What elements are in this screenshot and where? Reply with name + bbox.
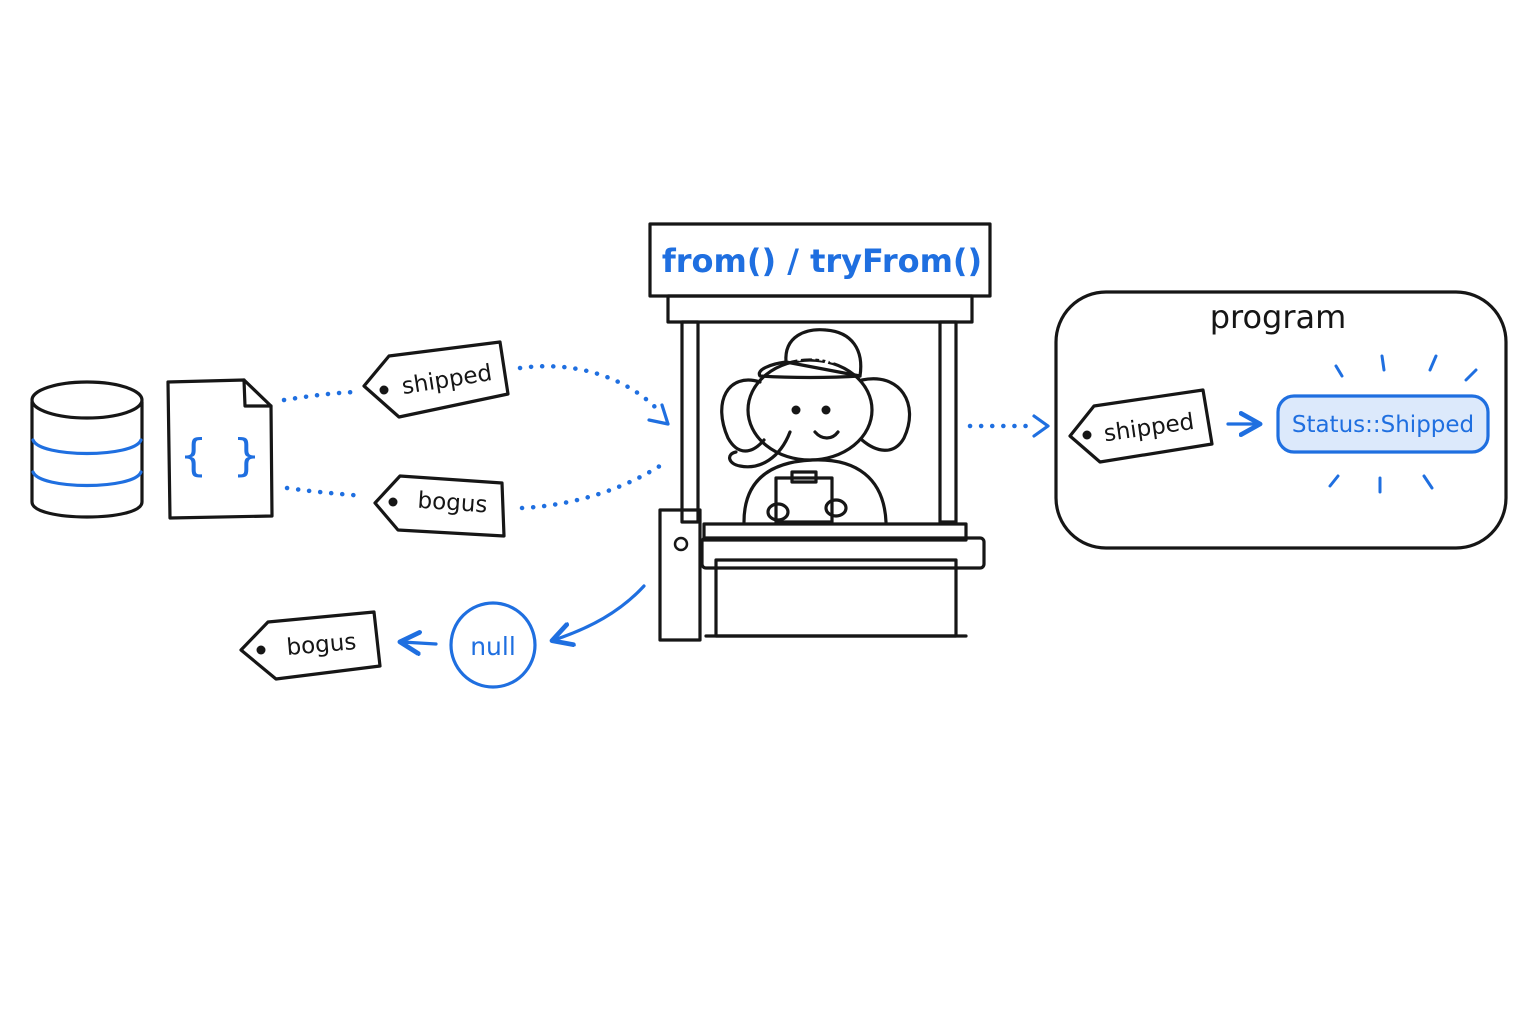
tag-bogus-input: bogus bbox=[373, 474, 506, 538]
tag-bogus-rejected: bogus bbox=[239, 610, 382, 681]
flow-bogus-to-booth bbox=[519, 459, 669, 511]
arrow-null-to-tag bbox=[402, 642, 438, 644]
tag-label: bogus bbox=[417, 488, 488, 519]
null-label: null bbox=[470, 632, 516, 661]
arrow-booth-to-null bbox=[554, 584, 646, 640]
validation-booth: from() / tryFrom() bbox=[648, 222, 992, 642]
clipboard-icon bbox=[774, 476, 834, 524]
enum-case-badge: Status::Shipped bbox=[1276, 394, 1490, 454]
arrow-shipped-to-booth bbox=[647, 403, 670, 426]
php-elephant-mascot: php bbox=[720, 328, 912, 524]
flow-shipped-to-booth bbox=[517, 363, 663, 415]
barrier-arm bbox=[700, 536, 986, 570]
flow-file-to-bogus bbox=[284, 485, 367, 499]
booth-sign-text: from() / tryFrom() bbox=[662, 242, 982, 280]
tag-label: bogus bbox=[285, 629, 357, 661]
null-result-circle: null bbox=[449, 601, 537, 689]
database-icon bbox=[30, 380, 144, 519]
json-braces: { } bbox=[180, 430, 259, 481]
flow-file-to-shipped bbox=[281, 389, 359, 403]
tag-label: shipped bbox=[1102, 409, 1196, 447]
tag-shipped-program: shipped bbox=[1068, 388, 1214, 464]
php-cap bbox=[784, 328, 863, 378]
glow-rays bbox=[1328, 354, 1478, 494]
enum-case-label: Status::Shipped bbox=[1292, 412, 1474, 438]
tag-label: shipped bbox=[400, 360, 494, 400]
arrow-booth-to-program bbox=[1032, 414, 1050, 438]
program-title: program bbox=[1210, 298, 1347, 336]
tag-shipped-input: shipped bbox=[362, 340, 510, 419]
gate-post bbox=[658, 508, 702, 642]
program-box: program shipped Status::Shipped bbox=[1054, 290, 1508, 550]
json-file-icon: { } bbox=[166, 378, 274, 520]
